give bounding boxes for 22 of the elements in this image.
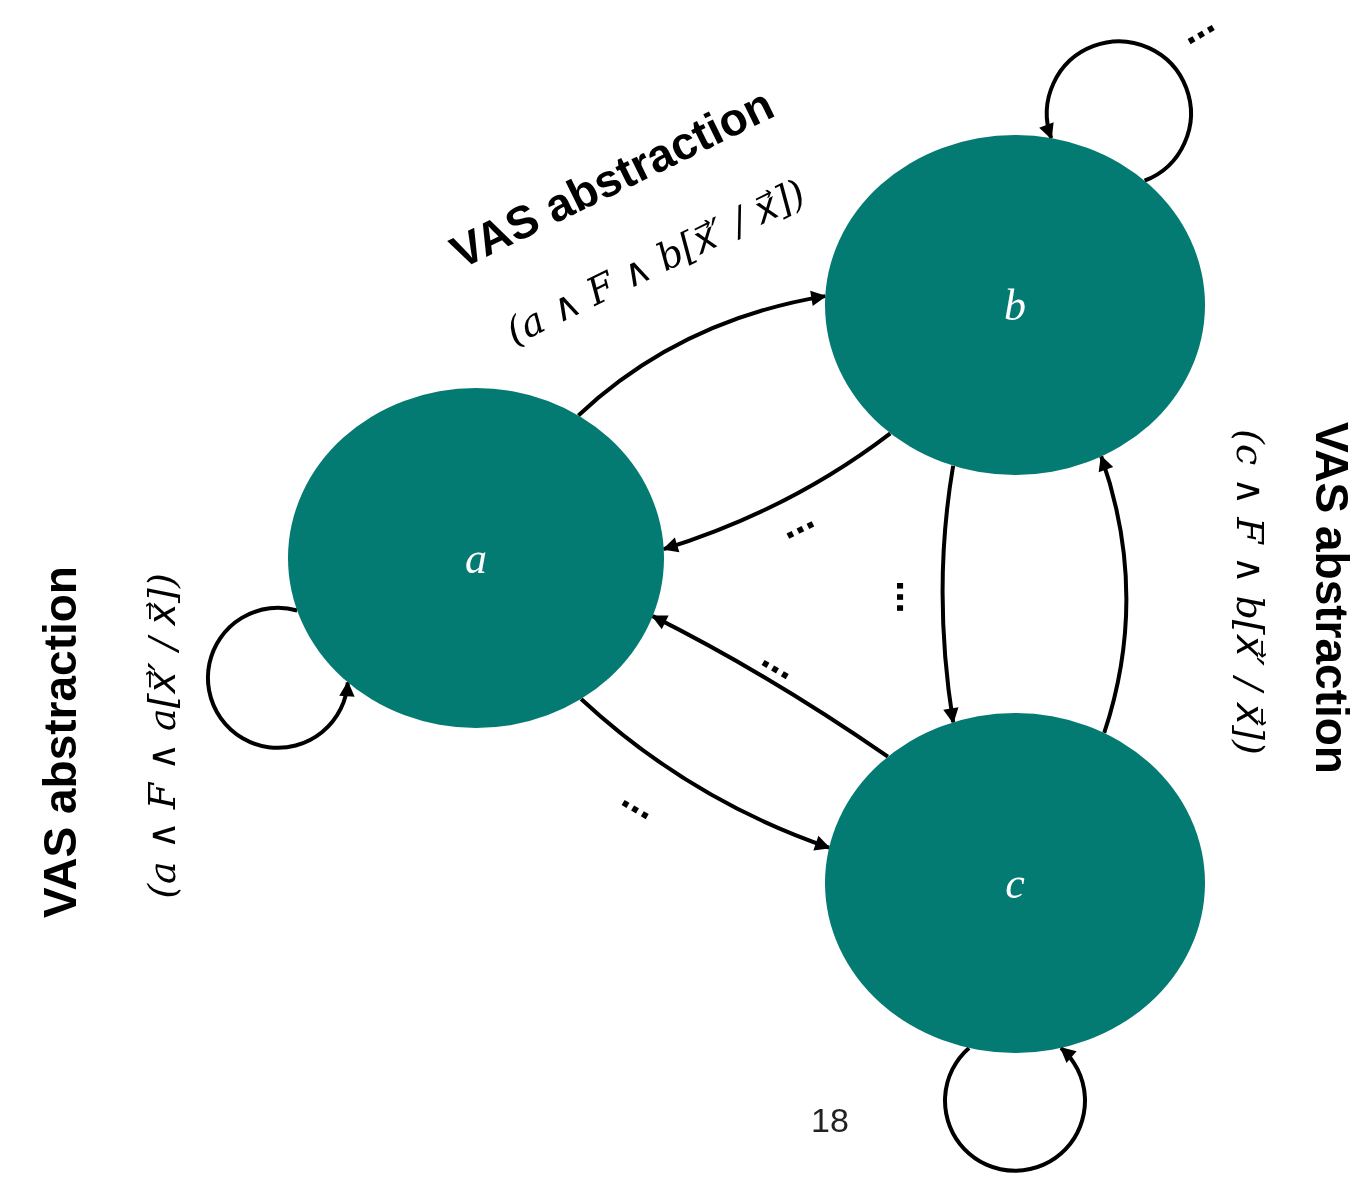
state-name: a [465, 532, 487, 584]
edge-label: ... [771, 494, 819, 546]
state-name: b [1004, 279, 1026, 331]
page-number: 18 [811, 1100, 849, 1140]
condition-formula: (c ∧ F ∧ b[x⃗′ / x⃗]) [1227, 429, 1272, 755]
arrow [205, 605, 354, 750]
arrow [662, 431, 892, 553]
arrow [940, 465, 959, 724]
arrow [1039, 39, 1193, 183]
title-label: VAS abstraction [1304, 422, 1359, 774]
condition-formula: (a ∧ F ∧ a[x⃗′ / x⃗]) [139, 573, 184, 899]
arrow [943, 1046, 1087, 1173]
arrow [577, 291, 827, 417]
edge-label: ... [615, 774, 665, 826]
arrow [1098, 455, 1129, 734]
title-label: VAS abstraction [32, 566, 87, 918]
edge-label: ... [1170, 0, 1220, 51]
arrow [579, 697, 831, 851]
edge-label: ... [890, 580, 931, 614]
edge-label: ... [755, 634, 805, 686]
state-name: c [1005, 857, 1025, 909]
arrow [651, 614, 889, 759]
